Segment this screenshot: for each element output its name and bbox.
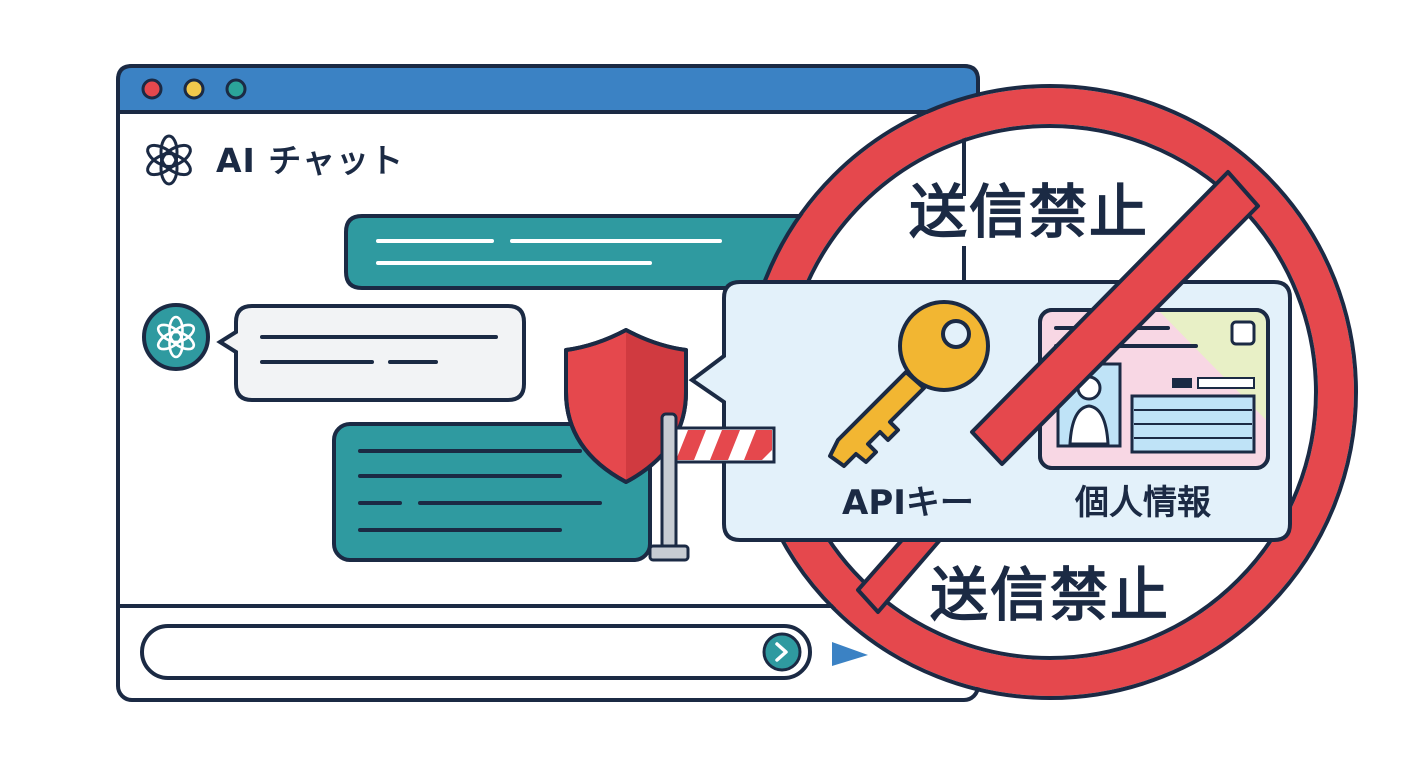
barrier-gate-icon [648,412,776,562]
label-api-key: APIキー [842,483,974,523]
message-bubble-assistant [216,304,526,402]
message-input[interactable] [140,624,812,680]
warning-text-top: 送信禁止 [909,178,1150,246]
ai-knot-logo-icon [156,315,196,359]
window-maximize-button[interactable] [225,78,247,100]
assistant-avatar [142,303,210,371]
warning-text-bottom: 送信禁止 [930,561,1171,629]
label-personal-info: 個人情報 [1075,483,1211,523]
message-bubble-user-2 [332,422,652,562]
ai-knot-logo-icon [146,134,192,186]
paper-plane-icon [832,642,868,666]
chat-messages [142,214,870,562]
key-icon [828,300,990,468]
chevron-right-icon [775,642,788,662]
shield-icon [564,328,688,484]
app-title: AI チャット [216,141,404,180]
window-titlebar [116,64,980,114]
window-minimize-button[interactable] [183,78,205,100]
prohibition-slash [856,170,1260,614]
send-button[interactable] [762,632,802,672]
window-close-button[interactable] [141,78,163,100]
